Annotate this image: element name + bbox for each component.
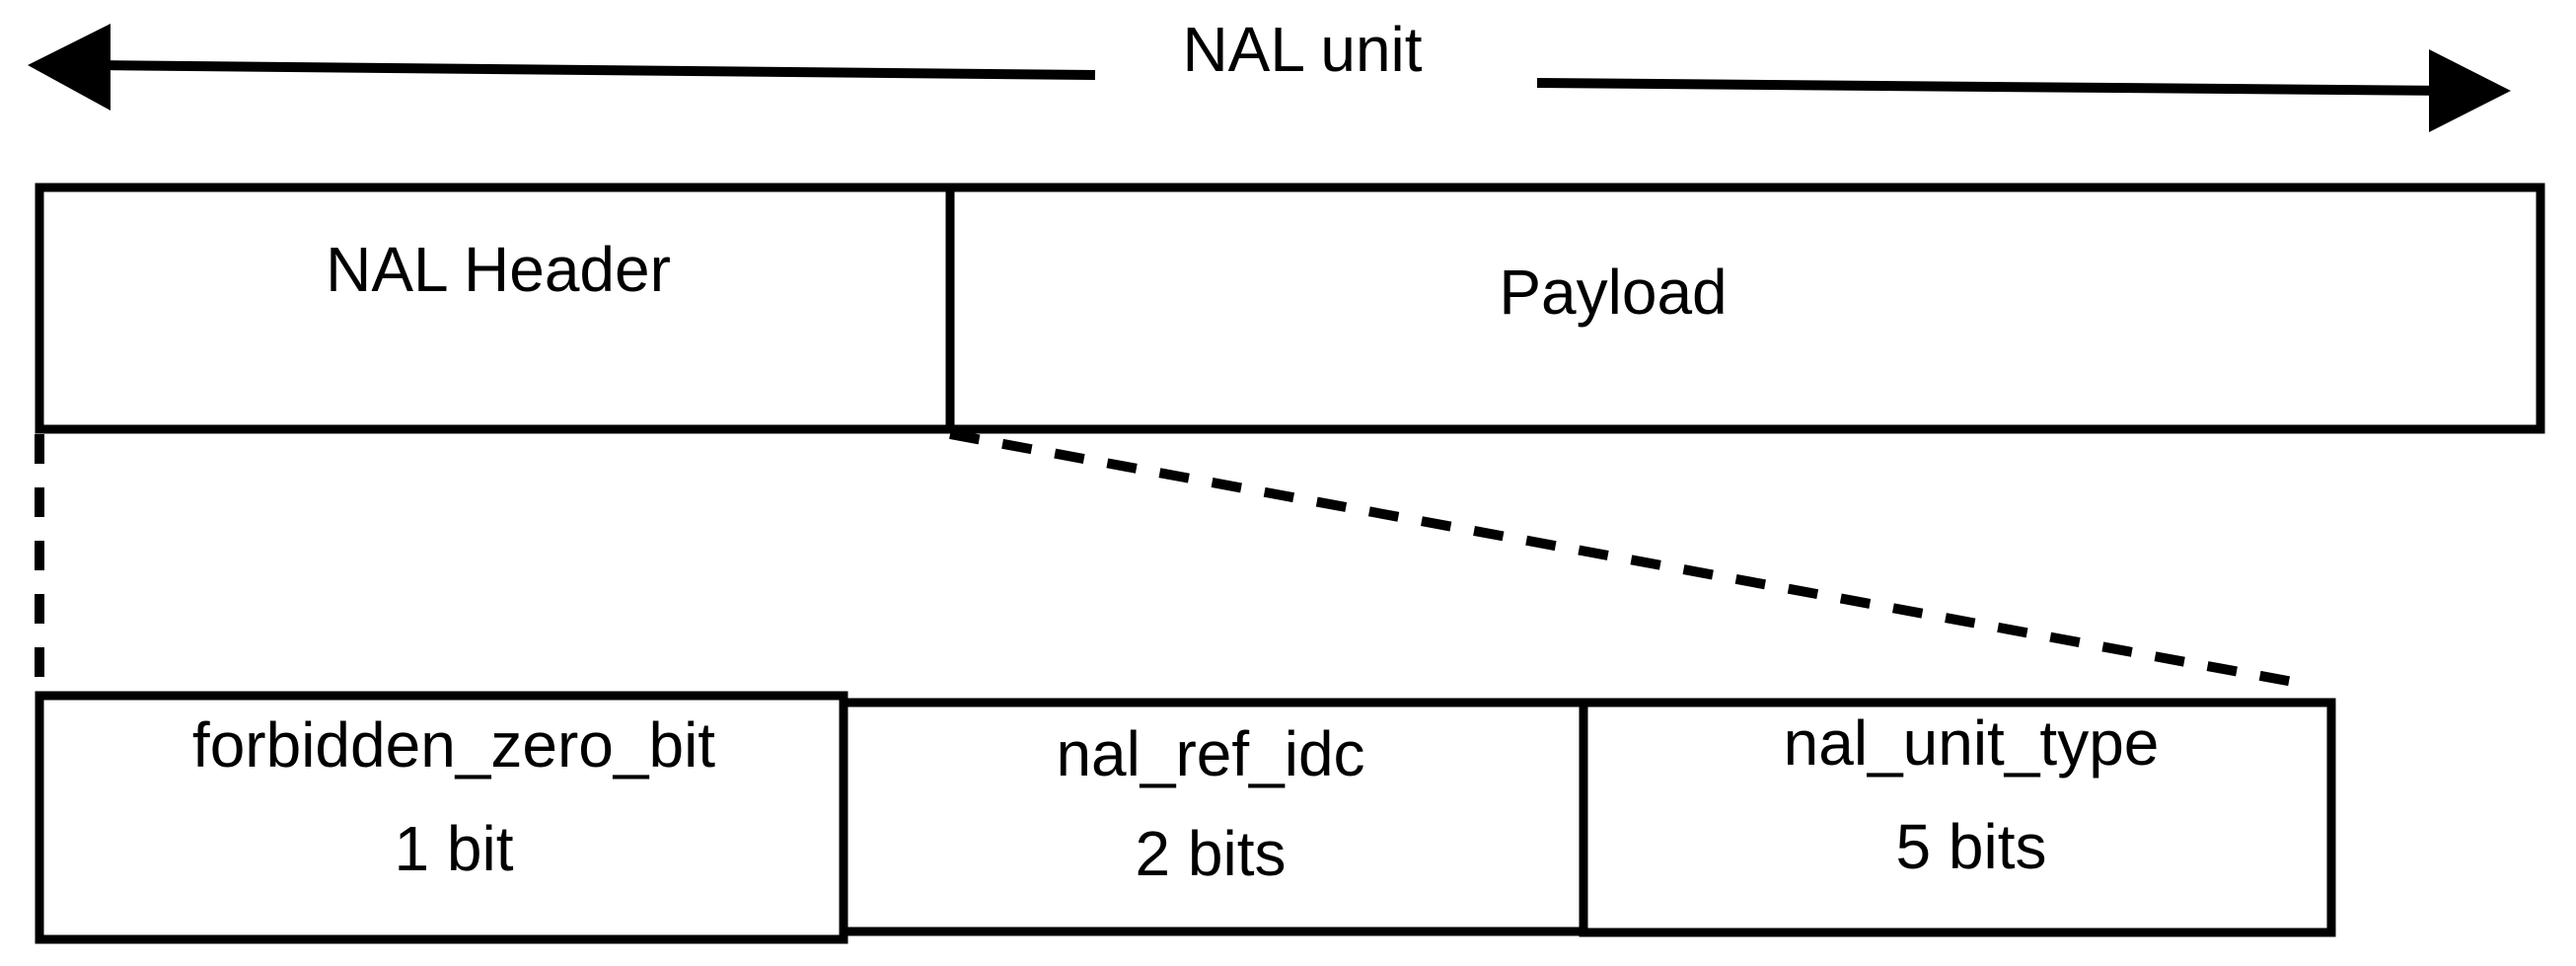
right-dashed-connector (949, 429, 2305, 689)
nal-header-label: NAL Header (326, 234, 671, 305)
field-nal-ref-idc: nal_ref_idc 2 bits (839, 698, 1588, 936)
right-arrow-shaft (1536, 78, 2458, 96)
field-name: nal_unit_type (1784, 707, 2160, 779)
field-size: 2 bits (1136, 818, 1287, 889)
field-size: 1 bit (395, 813, 514, 884)
payload-label: Payload (1499, 257, 1727, 328)
nal-unit-title: NAL unit (1182, 14, 1422, 85)
nal-header-box (35, 183, 955, 434)
nal-unit-span-arrow: NAL unit (28, 14, 2511, 132)
header-expansion-connectors (35, 429, 2305, 691)
left-arrow-shaft (93, 60, 1096, 80)
right-arrowhead (2429, 49, 2511, 132)
field-forbidden-zero-bit: forbidden_zero_bit 1 bit (35, 691, 848, 944)
field-size: 5 bits (1896, 811, 2047, 882)
nal-unit-row: NAL Header Payload (35, 183, 2545, 434)
field-name: forbidden_zero_bit (192, 709, 715, 780)
payload-box (945, 183, 2545, 434)
field-box (1579, 698, 2336, 937)
nal-header-fields: forbidden_zero_bit 1 bit nal_ref_idc 2 b… (35, 691, 2336, 944)
field-name: nal_ref_idc (1056, 718, 1364, 789)
left-arrowhead (28, 24, 110, 111)
field-nal-unit-type: nal_unit_type 5 bits (1579, 698, 2336, 937)
